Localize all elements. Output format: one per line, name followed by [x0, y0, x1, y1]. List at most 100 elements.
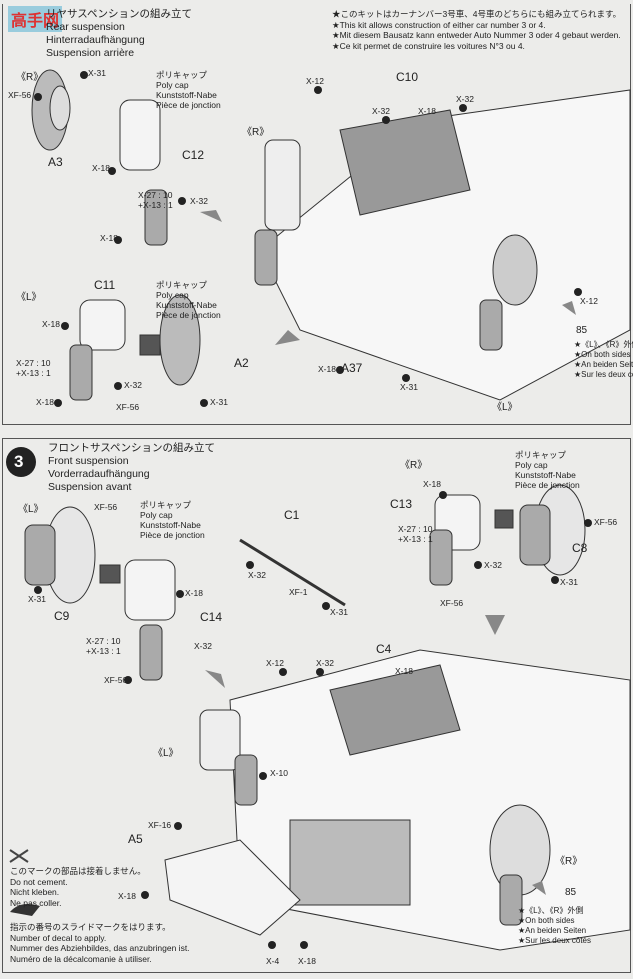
text-line: Ne pas coller. [10, 897, 62, 908]
text-line: Poly cap [515, 460, 548, 470]
both-sides-note: ★《L》、《R》外側★On both sides★An beiden Seite… [518, 906, 591, 946]
part-label: X-32 [124, 380, 142, 390]
fastener-dots [34, 71, 592, 949]
part-label: X-27 : 10 +X-13 : 1 [86, 636, 121, 656]
both-sides-note: ★《L》、《R》外側★On both sides★An beiden Seite… [574, 340, 633, 380]
text-line: ポリキャップ [156, 70, 208, 80]
decal-number: 85 [565, 887, 577, 898]
side-label-r: 《R》 [555, 856, 583, 867]
decal-slide-icon [10, 904, 40, 916]
part-label: X-31 [330, 607, 348, 617]
part-label: X-4 [266, 956, 280, 966]
step2-title: リヤサスペンションの組み立て Rear suspension Hinterrad… [46, 8, 192, 60]
no-cement-legend: このマークの部品は接着しません。Do not cement.Nicht kleb… [10, 866, 146, 908]
note-fr: ★Ce kit permet de construire les voiture… [332, 40, 525, 51]
part-label: X-32 [484, 560, 502, 570]
part-label: C9 [54, 609, 70, 623]
text-line: Poly cap [156, 290, 189, 300]
arrow-icon [532, 881, 546, 895]
crossmember-c4 [329, 664, 461, 756]
text-line: ★《L》、《R》外側 [518, 906, 584, 915]
arrow-icon [485, 615, 505, 635]
step3-number: 3 [14, 452, 24, 471]
side-label-l: 《L》 [18, 504, 44, 515]
part-label: C8 [572, 541, 588, 555]
text-line: Kunststoff-Nabe [156, 90, 217, 100]
part-label: X-12 [266, 658, 284, 668]
text-line: Pièce de jonction [156, 100, 221, 110]
part-label: XF-56 [440, 598, 464, 608]
engine [289, 819, 411, 906]
part-label: XF-56 [594, 517, 618, 527]
step3-title-en: Front suspension [48, 455, 129, 467]
step2-title-en: Rear suspension [46, 21, 125, 33]
arrow-icon [275, 330, 300, 345]
text-line: Numéro de la décalcomanie à utiliser. [10, 953, 152, 964]
part-label: X-18 [418, 106, 436, 116]
part-label: X-27 : 10 +X-13 : 1 [398, 524, 433, 544]
text-line: Kunststoff-Nabe [156, 300, 217, 310]
side-label-l: 《L》 [153, 748, 179, 759]
part-label: X-18 [118, 891, 136, 901]
text-line: ★On both sides [518, 916, 575, 925]
text-line: ★Sur les deux côtés [574, 370, 633, 379]
text-line: ★《L》、《R》外側 [574, 340, 633, 349]
text-line: ★On both sides [574, 350, 631, 359]
part-label: X-31 [400, 382, 418, 392]
part-label: X-18 [395, 666, 413, 676]
note-de: ★Mit diesem Bausatz kann entweder Auto N… [332, 30, 621, 40]
part-label: XF-16 [148, 820, 172, 830]
text-line: ポリキャップ [156, 280, 208, 290]
upright-c11 [79, 299, 126, 351]
part-label: A3 [48, 155, 63, 169]
arrow-icon [205, 670, 225, 688]
side-label-r: 《R》 [16, 72, 44, 83]
crossmember-c10 [339, 109, 471, 216]
part-label: A2 [234, 356, 249, 370]
text-line: ★An beiden Seiten [518, 926, 587, 935]
step3-title-de: Vorderradaufhängung [48, 468, 150, 480]
part-label: X-32 [194, 641, 212, 651]
part-label: X-18 [298, 956, 316, 966]
part-label: X-18 [318, 364, 336, 374]
note-en: ★This kit allows construction of either … [332, 19, 546, 30]
part-label: X-27 : 10 +X-13 : 1 [138, 190, 173, 210]
direction-arrows [200, 210, 576, 895]
part-label: XF-1 [289, 587, 308, 597]
side-label-l: 《L》 [492, 402, 518, 413]
car-number-note: ★このキットはカーナンバー3号車、4号車のどちらにも組み立てられます。 ★Thi… [332, 9, 621, 51]
arrow-icon [562, 301, 576, 315]
side-label-r: 《R》 [400, 460, 428, 471]
part-label: C10 [396, 70, 419, 84]
part-label: X-32 [190, 196, 208, 206]
text-line: Do not cement. [10, 876, 68, 887]
part-label: XF-56 [8, 90, 32, 100]
part-label: X-31 [210, 397, 228, 407]
part-label: C1 [284, 508, 300, 522]
part-label: A5 [128, 832, 143, 846]
part-label: X-31 [560, 577, 578, 587]
steering-rod-c1 [239, 538, 346, 607]
text-line: ★Sur les deux côtés [518, 936, 591, 945]
part-label: X-32 [456, 94, 474, 104]
text-line: Pièce de jonction [156, 310, 221, 320]
note-jp: ★このキットはカーナンバー3号車、4号車のどちらにも組み立てられます。 [332, 9, 622, 19]
part-label: X-18 [100, 233, 118, 243]
step2-title-fr: Suspension arrière [46, 47, 135, 59]
text-line: ポリキャップ [515, 450, 567, 460]
text-line: Pièce de jonction [515, 480, 580, 490]
upright-c14 [124, 559, 176, 621]
part-label: C11 [94, 278, 116, 292]
text-line: 指示の番号のスライドマークをはります。 [10, 922, 171, 932]
text-line: Nicht kleben. [10, 887, 60, 897]
part-label: XF-56 [94, 502, 118, 512]
step2-title-de: Hinterradaufhängung [46, 34, 145, 46]
decal-number: 85 [576, 325, 588, 336]
brace-a5 [164, 839, 301, 936]
step3-title-jp: フロントサスペンションの組み立て [48, 442, 216, 454]
